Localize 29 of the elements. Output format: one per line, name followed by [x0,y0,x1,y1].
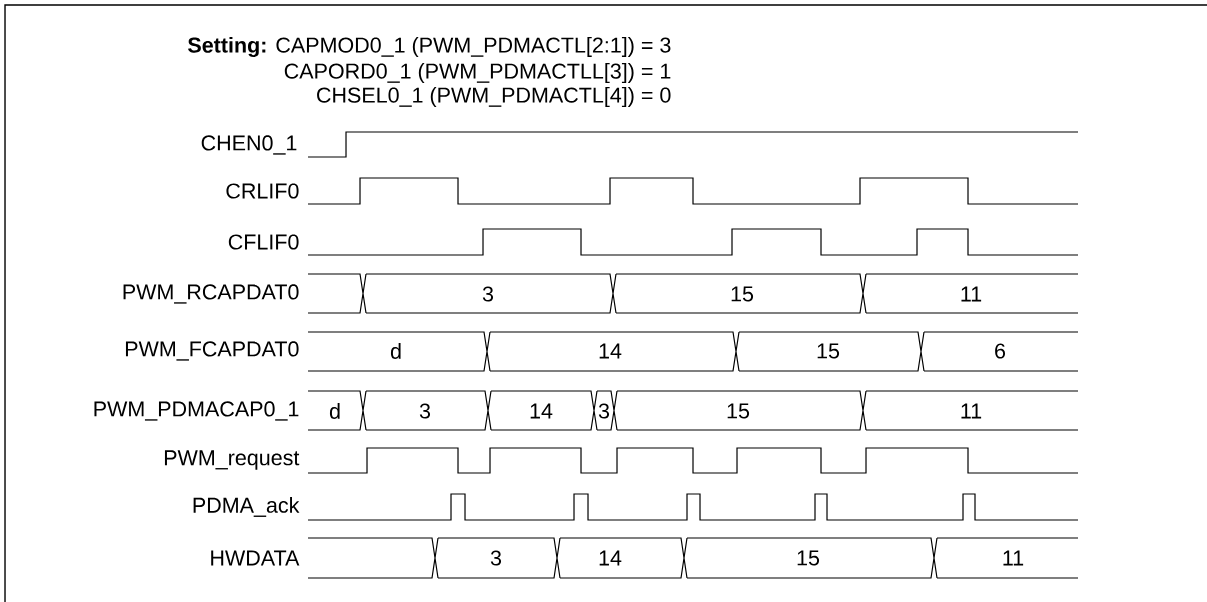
signal-label: PWM_PDMACAP0_1 [94,401,299,421]
bus-value: 3 [419,403,431,419]
signal-label: PWM_RCAPDAT0 [123,284,299,304]
bus-value: 3 [598,403,610,419]
settings-text: Setting: CAPMOD0_1 (PWM_PDMACTL[2:1]) = 3 [188,36,671,58]
signal-label: PWM_FCAPDAT0 [125,341,299,361]
signal-label: PWM_request [164,450,300,470]
bus-value: 15 [817,343,840,359]
bus-value: 14 [599,550,622,566]
bus-value: 6 [995,343,1006,359]
signal-label: CHEN0_1 [201,135,297,155]
bus-value: 14 [530,403,553,419]
signal-label: PDMA_ack [193,497,300,517]
bus-value: d [329,403,340,419]
signal-label: CFLIF0 [228,234,299,250]
bus-value: 11 [961,286,982,302]
settings-text: CAPORD0_1 (PWM_PDMACTLL[3]) = 1 [284,63,671,84]
bus-value: 14 [599,343,622,359]
signal-label: HWDATA [211,550,300,566]
bus-value: 15 [727,403,750,419]
bus-value: d [390,343,401,359]
bus-value: 3 [482,286,494,302]
bus-value: 15 [731,286,754,302]
settings-text: CHSEL0_1 (PWM_PDMACTL[4]) = 0 [317,87,671,108]
signal-label: CRLIF0 [226,183,299,199]
bus-value: 15 [797,550,820,566]
bus-value: 11 [1003,550,1024,566]
bus-value: 11 [961,403,982,419]
bus-value: 3 [490,550,502,566]
